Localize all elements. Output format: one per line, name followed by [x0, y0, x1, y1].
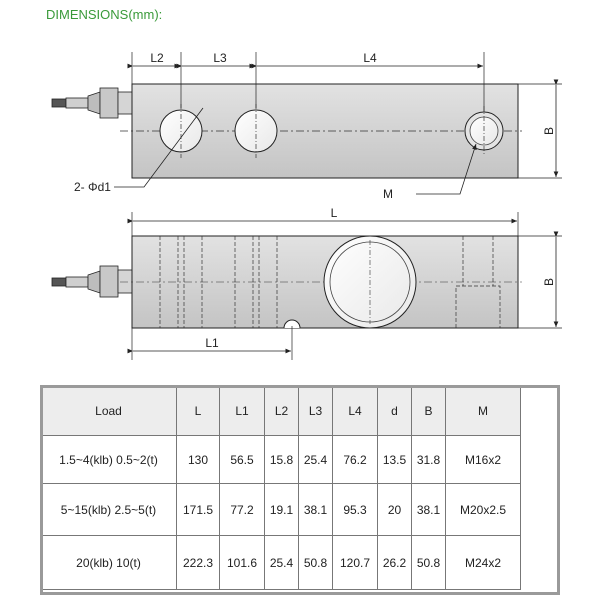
table-cell: 77.2 — [219, 483, 265, 536]
dim-label-b-top: B — [542, 127, 556, 135]
table-cell: 56.5 — [219, 435, 265, 484]
table-cell: 50.8 — [411, 535, 446, 590]
table-row: 20(klb) 10(t) 222.3 101.6 25.4 50.8 120.… — [40, 535, 521, 590]
table-cell: 20 — [377, 483, 412, 536]
table-cell: 20(klb) 10(t) — [40, 535, 177, 590]
table-cell: M24x2 — [445, 535, 521, 590]
cable-connector-side — [51, 265, 133, 298]
table-header-cell: B — [411, 385, 446, 436]
cable-connector-top — [51, 87, 133, 119]
table-header-cell: L4 — [332, 385, 378, 436]
table-cell: 101.6 — [219, 535, 265, 590]
dim-label-l3: L3 — [213, 51, 227, 65]
dim-label-l2: L2 — [150, 51, 164, 65]
dim-label-b-side: B — [542, 278, 556, 286]
table-header-cell: L3 — [298, 385, 333, 436]
table-row: 1.5~4(klb) 0.5~2(t) 130 56.5 15.8 25.4 7… — [40, 435, 521, 484]
dim-label-l: L — [331, 206, 338, 220]
table-cell: 222.3 — [176, 535, 220, 590]
table-row: 5~15(klb) 2.5~5(t) 171.5 77.2 19.1 38.1 … — [40, 483, 521, 536]
table-header-cell: M — [445, 385, 521, 436]
table-cell: 25.4 — [298, 435, 333, 484]
table-cell: 38.1 — [298, 483, 333, 536]
table-cell: 95.3 — [332, 483, 378, 536]
table-cell: M16x2 — [445, 435, 521, 484]
table-cell: M20x2.5 — [445, 483, 521, 536]
table-cell: 25.4 — [264, 535, 299, 590]
table-header-cell: L2 — [264, 385, 299, 436]
table-cell: 171.5 — [176, 483, 220, 536]
table-cell: 15.8 — [264, 435, 299, 484]
table-cell: 120.7 — [332, 535, 378, 590]
page-title: DIMENSIONS(mm): — [46, 7, 163, 22]
table-cell: 13.5 — [377, 435, 412, 484]
table-header-cell: d — [377, 385, 412, 436]
table-cell: 19.1 — [264, 483, 299, 536]
table-cell: 50.8 — [298, 535, 333, 590]
dim-label-d1: 2- Φd1 — [74, 180, 111, 194]
table-header-cell: L1 — [219, 385, 265, 436]
top-view: L2 L3 L4 B 2- Φd1 M — [51, 51, 562, 201]
table-header-cell: L — [176, 385, 220, 436]
dim-label-l1: L1 — [205, 336, 219, 350]
side-view: L — [51, 206, 562, 360]
table-cell: 76.2 — [332, 435, 378, 484]
dim-label-l4: L4 — [363, 51, 377, 65]
table-cell: 31.8 — [411, 435, 446, 484]
table-cell: 1.5~4(klb) 0.5~2(t) — [40, 435, 177, 484]
table-cell: 5~15(klb) 2.5~5(t) — [40, 483, 177, 536]
table-cell: 38.1 — [411, 483, 446, 536]
bottom-notch — [283, 319, 301, 329]
table-cell: 130 — [176, 435, 220, 484]
table-header-cell: Load — [40, 385, 177, 436]
table-cell: 26.2 — [377, 535, 412, 590]
table-header-row: Load L L1 L2 L3 L4 d B M — [40, 385, 521, 436]
dim-label-m: M — [383, 187, 393, 201]
load-cell-drawing: L2 L3 L4 B 2- Φd1 M L — [51, 51, 562, 360]
dimensions-table: Load L L1 L2 L3 L4 d B M 1.5~4(klb) 0.5~… — [40, 385, 521, 590]
